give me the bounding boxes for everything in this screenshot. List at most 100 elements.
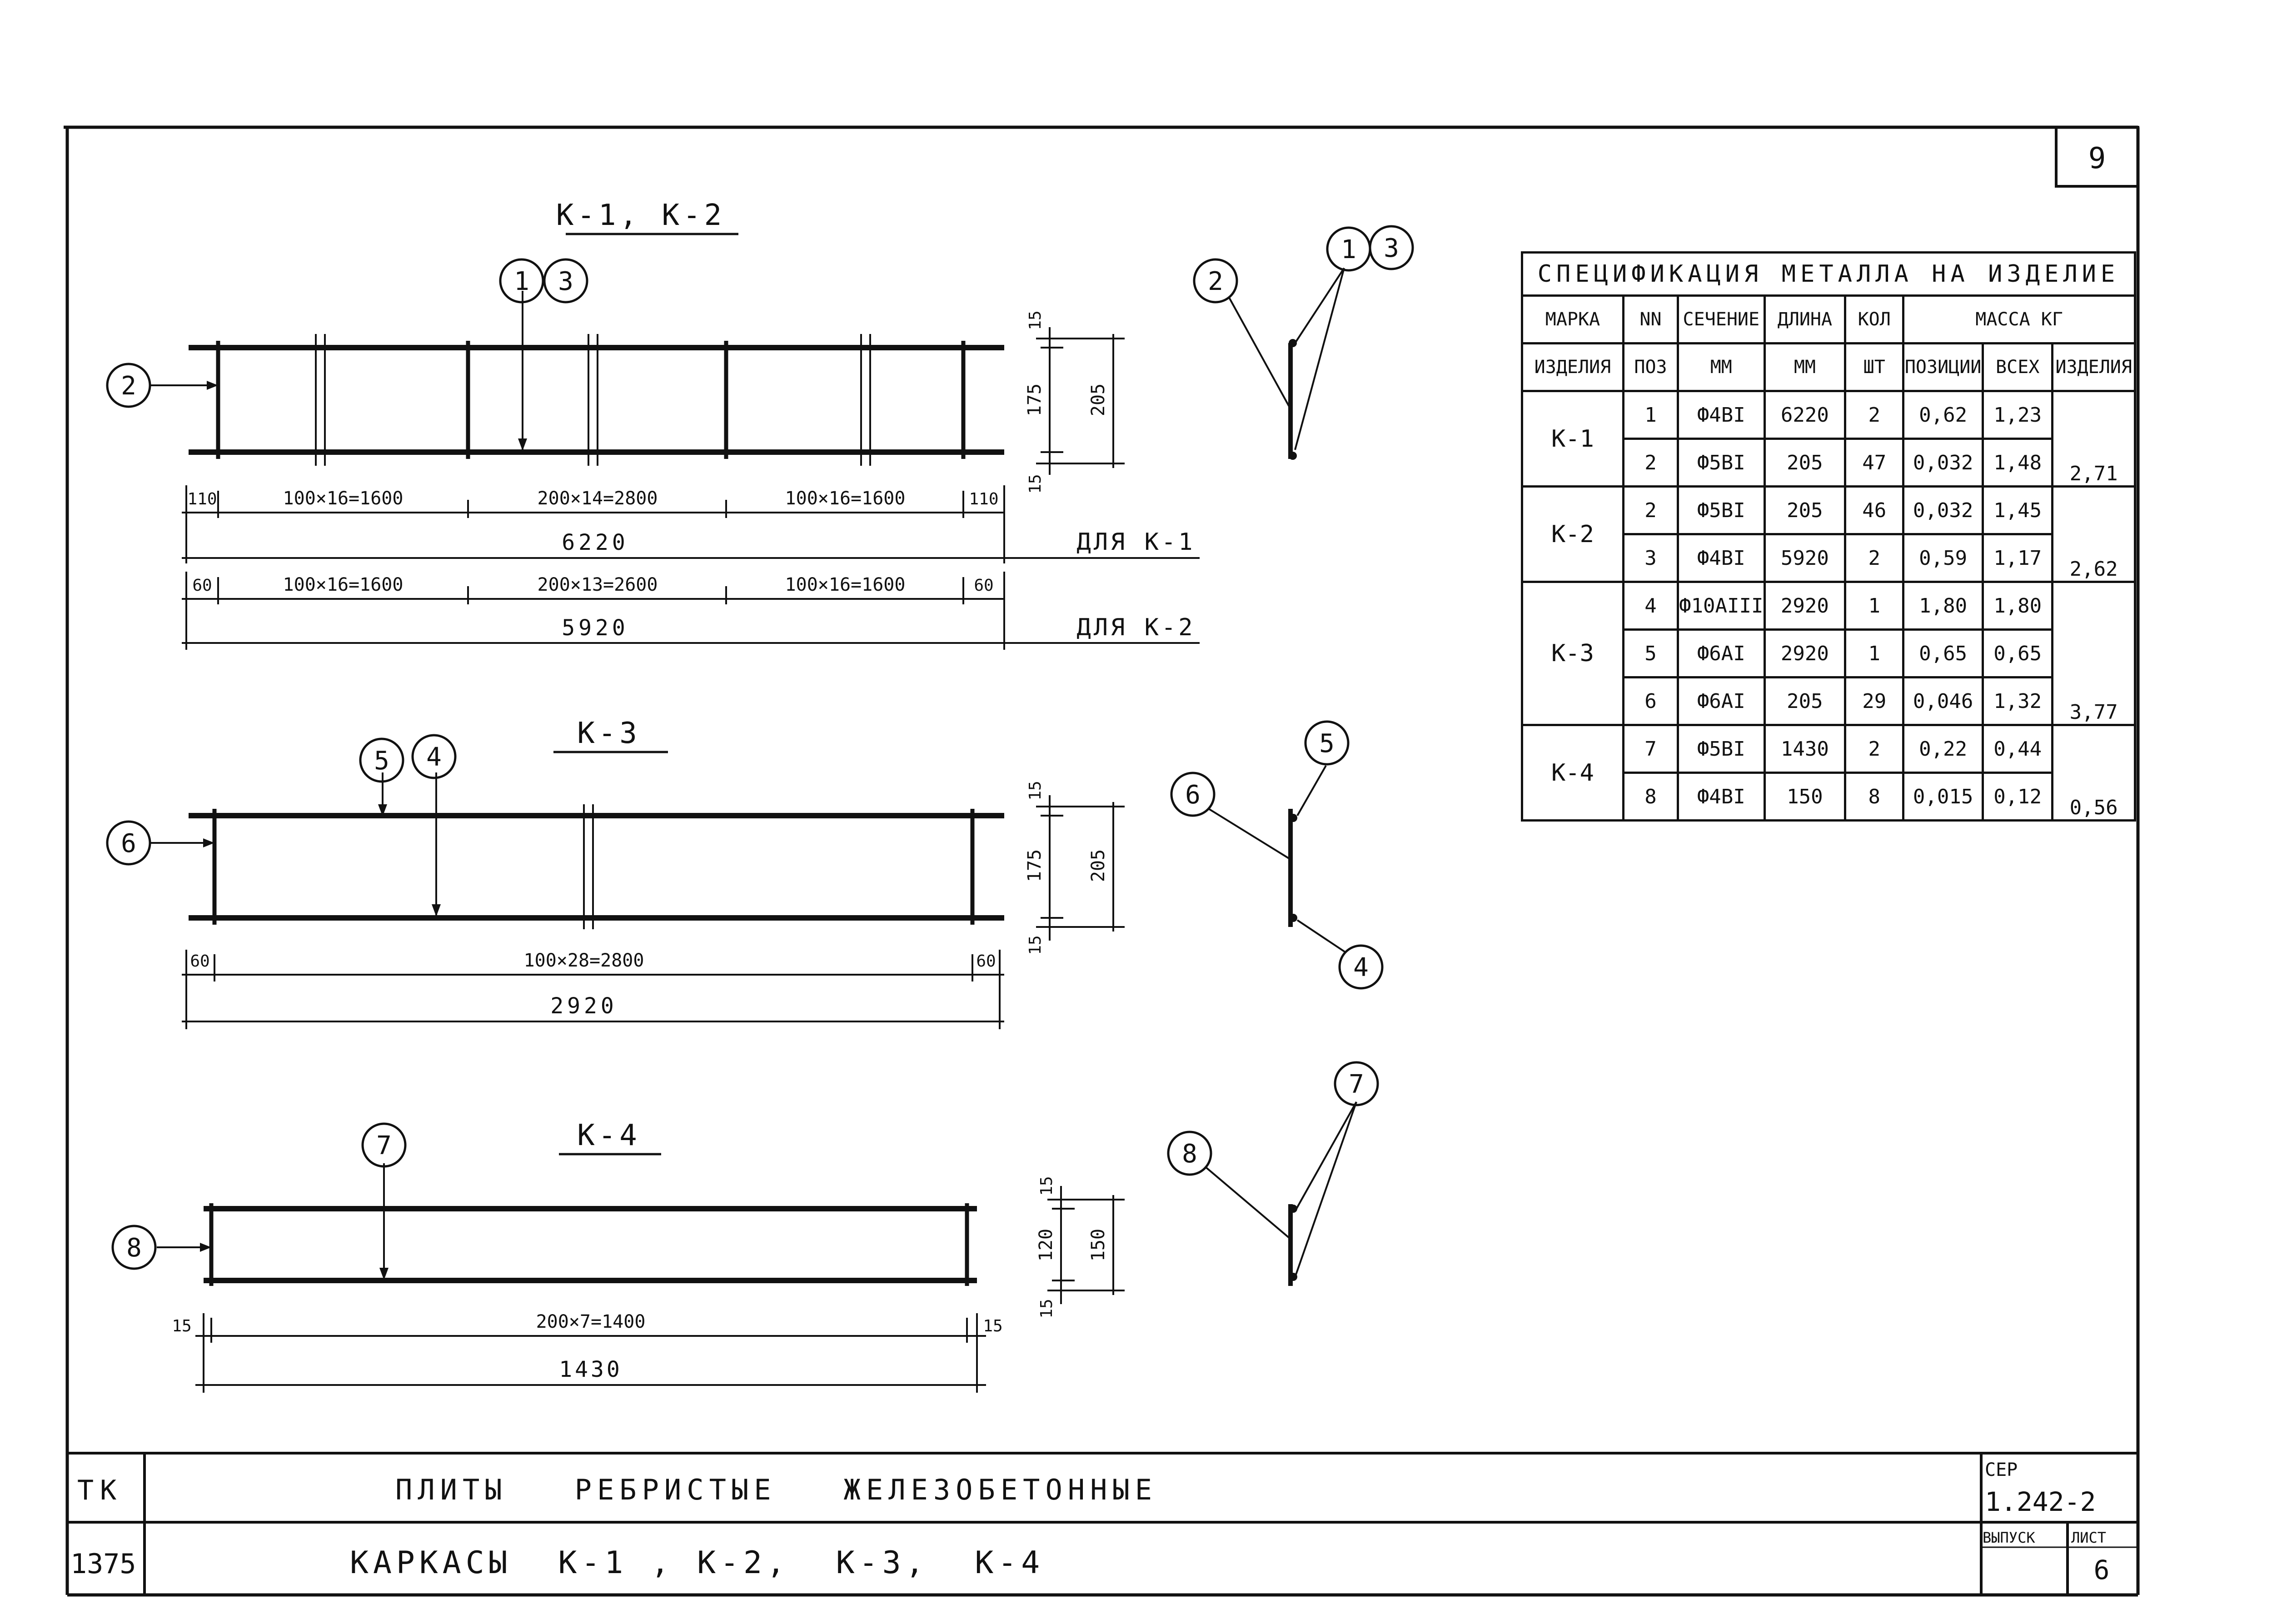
cell-length: 205 (1763, 676, 1847, 726)
cell-mass-pos: 0,65 (1902, 628, 1984, 678)
cell-length: 205 (1763, 438, 1847, 488)
k4-vdim-1: 15 (1037, 1176, 1056, 1196)
k4-dim-3: 15 (983, 1317, 1002, 1335)
cell-mass-all: 0,65 (1982, 628, 2054, 678)
hdr-section-2: ММ (1677, 342, 1766, 392)
k4-dim-2: 200×7=1400 (536, 1311, 646, 1332)
spec-title: СПЕЦИФИКАЦИЯ МЕТАЛЛА НА ИЗДЕЛИЕ (1521, 251, 2136, 297)
cell-qty: 2 (1844, 724, 1905, 774)
k1k2-pos-top-2: 3 (558, 267, 573, 296)
hdr-pos-1: NN (1622, 294, 1679, 344)
cell-mass-pos: 0,032 (1902, 438, 1984, 488)
cell-mass-pos: 0,59 (1902, 533, 1984, 583)
k3-dim-1: 60 (190, 952, 209, 971)
cell-qty: 8 (1844, 772, 1905, 822)
cell-section: Ф5ВI (1677, 485, 1766, 535)
hdr-length-1: ДЛИНА (1763, 294, 1847, 344)
tb-series-value: 1.242-2 (1985, 1486, 2096, 1517)
k3-dim-2: 100×28=2800 (524, 950, 644, 971)
cell-mass-all: 1,80 (1982, 581, 2054, 631)
cell-pos: 8 (1622, 772, 1679, 822)
cell-mass-all: 0,12 (1982, 772, 2054, 822)
cell-pos: 2 (1622, 485, 1679, 535)
cell-section: Ф5ВI (1677, 438, 1766, 488)
table-row: К-2 2 Ф5ВI 205 46 0,032 1,45 2,62 (1521, 485, 2136, 583)
tb-title-1: ПЛИТЫ РЕБРИСТЫЕ ЖЕЛЕЗОБЕТОННЫЕ (395, 1473, 1157, 1506)
table-row: 2 Ф5ВI 205 47 0,032 1,48 (1522, 438, 2135, 488)
frame-k1k2-elevation: К-1, К-2 2 1 3 (106, 199, 1200, 650)
k3-vdim-1: 15 (1026, 781, 1045, 800)
cell-section: Ф6АI (1677, 676, 1766, 726)
cell-length: 6220 (1763, 390, 1847, 440)
tb-issue-label: ВЫПУСК (1983, 1529, 2035, 1546)
k1k2-pos-top-1: 1 (514, 267, 529, 296)
k1-note: ДЛЯ К-1 (1076, 528, 1195, 556)
cell-mass-pos: 0,62 (1902, 390, 1984, 440)
k3-pos-top-2: 4 (426, 742, 442, 772)
cell-section: Ф5ВI (1677, 724, 1766, 774)
cell-length: 2920 (1763, 628, 1847, 678)
k1k2-vdim-2: 175 (1024, 384, 1045, 416)
group-mark: К-1 (1521, 390, 1624, 488)
cell-item-mass: 3,77 (2051, 581, 2136, 726)
cell-length: 150 (1763, 772, 1847, 822)
table-row: К-4 7 Ф5ВI 1430 2 0,22 0,44 0,56 (1521, 724, 2136, 822)
k1-dim-5: 110 (969, 490, 998, 508)
k4-pos-top: 7 (376, 1131, 392, 1161)
hdr-mass-all: ВСЕХ (1982, 342, 2054, 392)
tb-title-2: КАРКАСЫ К-1 , К-2, К-3, К-4 (350, 1545, 1044, 1581)
tb-sheet-value: 6 (2094, 1554, 2110, 1585)
cell-mass-pos: 0,032 (1902, 485, 1984, 535)
k4-vdim-2: 120 (1036, 1229, 1056, 1261)
k3-pos-top-1: 5 (374, 746, 389, 776)
cell-qty: 46 (1844, 485, 1905, 535)
title-block (67, 1452, 2138, 1595)
tb-series-label: СЕР (1985, 1460, 2018, 1480)
hdr-section-1: СЕЧЕНИЕ (1677, 294, 1766, 344)
hdr-mark-2: ИЗДЕЛИЯ (1521, 342, 1624, 392)
table-row: 5 Ф6АI 2920 1 0,65 0,65 (1522, 628, 2135, 678)
k1k2-sec-label-3: 3 (1384, 234, 1399, 263)
k3-vdim-total: 205 (1088, 849, 1109, 882)
hdr-mass: МАССА КГ (1902, 294, 2136, 344)
k2-dim-4: 100×16=1600 (785, 574, 906, 595)
sheet-frame (64, 125, 2140, 1597)
k2-dim-3: 200×13=2600 (538, 574, 658, 595)
tb-doc-number: 1375 (70, 1548, 136, 1580)
hdr-qty-2: ШТ (1844, 342, 1905, 392)
k1-dim-4: 100×16=1600 (785, 488, 906, 509)
cell-mass-pos: 0,046 (1902, 676, 1984, 726)
cell-qty: 2 (1844, 390, 1905, 440)
cell-section: Ф4ВI (1677, 772, 1766, 822)
cell-qty: 2 (1844, 533, 1905, 583)
page-number-box (2055, 126, 2139, 188)
k3-vdim-2: 175 (1024, 849, 1045, 882)
cell-item-mass: 2,62 (2051, 485, 2136, 583)
tb-cipher: ТК (77, 1475, 123, 1506)
cell-mass-all: 1,17 (1982, 533, 2054, 583)
frame-k3-section: 6 5 4 (1170, 720, 1384, 990)
cell-length: 205 (1763, 485, 1847, 535)
cell-qty: 1 (1844, 628, 1905, 678)
hdr-pos-2: ПОЗ (1622, 342, 1679, 392)
table-row: 3 Ф4ВI 5920 2 0,59 1,17 (1522, 533, 2135, 583)
k4-vdim-3: 15 (1037, 1299, 1056, 1318)
group-mark: К-4 (1521, 724, 1624, 822)
cell-mass-pos: 1,80 (1902, 581, 1984, 631)
cell-length: 2920 (1763, 581, 1847, 631)
k1k2-sec-label-2: 1 (1341, 235, 1356, 264)
k4-dim-1: 15 (172, 1317, 191, 1335)
cell-item-mass: 2,71 (2051, 390, 2136, 488)
hdr-mark-1: МАРКА (1521, 294, 1624, 344)
k1k2-sec-label-1: 2 (1208, 267, 1223, 296)
cell-mass-pos: 0,015 (1902, 772, 1984, 822)
k4-vdim-total: 150 (1088, 1229, 1109, 1261)
frame-k3-elevation: К-3 6 5 4 60 100×28=2800 (106, 717, 1125, 1029)
cell-section: Ф4ВI (1677, 533, 1766, 583)
cell-qty: 29 (1844, 676, 1905, 726)
table-row: К-3 4 Ф10АIII 2920 1 1,80 1,80 3,77 (1521, 581, 2136, 726)
k1k2-pos-left: 2 (121, 371, 136, 401)
hdr-mass-item: ИЗДЕЛИЯ (2051, 342, 2136, 392)
group-mark: К-3 (1521, 581, 1624, 726)
